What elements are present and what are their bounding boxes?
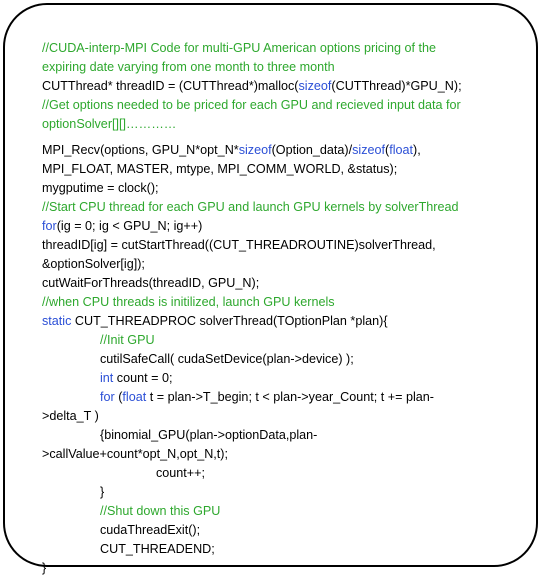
code-line: {binomial_GPU(plan->optionData,plan- (42, 426, 522, 445)
code-line: for (float t = plan->T_begin; t < plan->… (42, 388, 522, 407)
code-line: } (42, 483, 522, 502)
code-listing: //CUDA-interp-MPI Code for multi-GPU Ame… (42, 39, 522, 578)
code-text: ( (114, 390, 123, 404)
code-text: (ig = 0; ig < GPU_N; ig++) (56, 219, 203, 233)
code-line: optionSolver[][]………… (42, 115, 522, 141)
code-text: MPI_Recv(options, GPU_N*opt_N* (42, 143, 239, 157)
keyword: for (42, 219, 57, 233)
comment: optionSolver[][]………… (42, 117, 177, 131)
comment: //Shut down this GPU (100, 504, 221, 518)
code-line: } (42, 559, 522, 578)
comment: //Init GPU (100, 333, 155, 347)
comment: //Start CPU thread for each GPU and laun… (42, 200, 459, 214)
code-text: threadID[ig] = cutStartThread((CUT_THREA… (42, 238, 436, 252)
code-text: >callValue+count*opt_N,opt_N,t); (42, 447, 228, 461)
keyword: float (389, 143, 414, 157)
comment: //Get options needed to be priced for ea… (42, 98, 461, 112)
code-text: CUT_THREADPROC solverThread(TOptionPlan … (71, 314, 388, 328)
code-line: MPI_FLOAT, MASTER, mtype, MPI_COMM_WORLD… (42, 160, 522, 179)
code-text: CUT_THREADEND; (100, 542, 215, 556)
code-line: //Shut down this GPU (42, 502, 522, 521)
code-line: >delta_T ) (42, 407, 522, 426)
keyword: int (100, 371, 114, 385)
keyword: sizeof (298, 79, 332, 93)
code-line: count++; (42, 464, 522, 483)
code-line: //Init GPU (42, 331, 522, 350)
code-text: ( (385, 143, 390, 157)
code-text: } (100, 485, 105, 499)
code-text: cutWaitForThreads(threadID, GPU_N); (42, 276, 260, 290)
code-text: &optionSolver[ig]); (42, 257, 145, 271)
code-line: //Start CPU thread for each GPU and laun… (42, 198, 522, 217)
code-line: expiring date varying from one month to … (42, 58, 522, 77)
code-line: cutilSafeCall( cudaSetDevice(plan->devic… (42, 350, 522, 369)
code-line: cutWaitForThreads(threadID, GPU_N); (42, 274, 522, 293)
code-text: cudaThreadExit(); (100, 523, 201, 537)
code-line: mygputime = clock(); (42, 179, 522, 198)
keyword: float (122, 390, 147, 404)
code-line: &optionSolver[ig]); (42, 255, 522, 274)
code-line: CUT_THREADEND; (42, 540, 522, 559)
code-line: for(ig = 0; ig < GPU_N; ig++) (42, 217, 522, 236)
code-text: count++; (156, 466, 206, 480)
code-line: //Get options needed to be priced for ea… (42, 96, 522, 115)
comment: //CUDA-interp-MPI Code for multi-GPU Ame… (42, 41, 437, 55)
keyword: sizeof (352, 143, 386, 157)
code-text: mygputime = clock(); (42, 181, 159, 195)
code-line: threadID[ig] = cutStartThread((CUT_THREA… (42, 236, 522, 255)
code-text: } (42, 561, 47, 575)
code-line: CUTThread* threadID = (CUTThread*)malloc… (42, 77, 522, 96)
code-text: ), (413, 143, 421, 157)
code-listing-box: //CUDA-interp-MPI Code for multi-GPU Ame… (3, 3, 538, 575)
code-text: (Option_data)/ (271, 143, 353, 157)
code-text: count = 0; (113, 371, 173, 385)
code-line: //CUDA-interp-MPI Code for multi-GPU Ame… (42, 39, 522, 58)
code-text: {binomial_GPU(plan->optionData,plan- (100, 428, 318, 442)
code-line: //when CPU threads is initilized, launch… (42, 293, 522, 312)
comment: expiring date varying from one month to … (42, 60, 335, 74)
code-text: (CUTThread)*GPU_N); (331, 79, 462, 93)
code-line: int count = 0; (42, 369, 522, 388)
keyword: for (100, 390, 115, 404)
comment: //when CPU threads is initilized, launch… (42, 295, 335, 309)
keyword: sizeof (238, 143, 272, 157)
code-line: cudaThreadExit(); (42, 521, 522, 540)
code-text: CUTThread* threadID = (CUTThread*)malloc… (42, 79, 299, 93)
code-text: cutilSafeCall( cudaSetDevice(plan->devic… (100, 352, 354, 366)
code-line: MPI_Recv(options, GPU_N*opt_N*sizeof(Opt… (42, 141, 522, 160)
code-text: MPI_FLOAT, MASTER, mtype, MPI_COMM_WORLD… (42, 162, 398, 176)
keyword: static (42, 314, 72, 328)
code-line: static CUT_THREADPROC solverThread(TOpti… (42, 312, 522, 331)
code-text: >delta_T ) (42, 409, 99, 423)
code-text: t = plan->T_begin; t < plan->year_Count;… (146, 390, 434, 404)
code-line: >callValue+count*opt_N,opt_N,t); (42, 445, 522, 464)
